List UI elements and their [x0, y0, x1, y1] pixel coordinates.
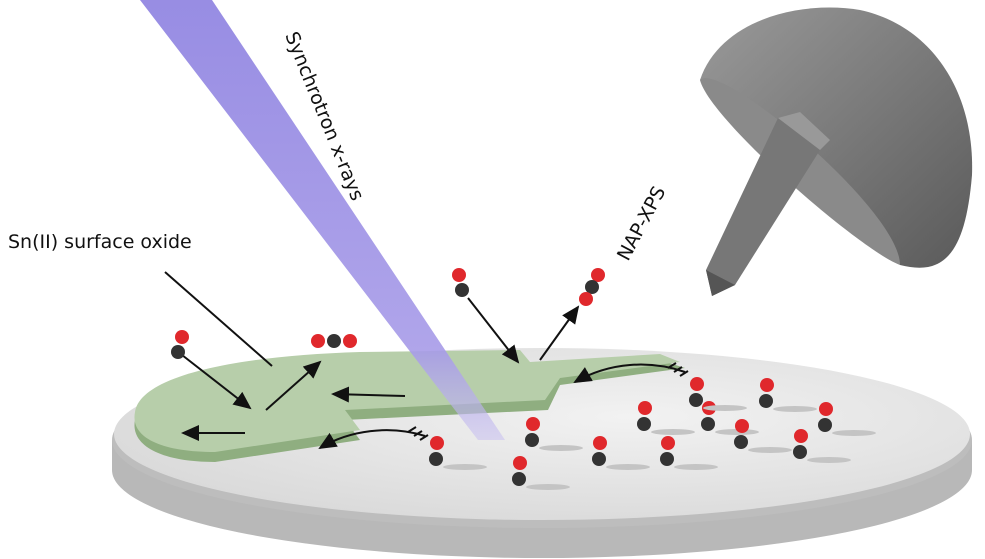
oxygen-atom	[591, 268, 605, 282]
oxygen-atom	[690, 377, 704, 391]
oxygen-atom	[579, 292, 593, 306]
molecule-shadow	[715, 429, 759, 435]
molecule-shadow	[443, 464, 487, 470]
oxygen-atom	[735, 419, 749, 433]
carbon-atom	[327, 334, 341, 348]
xray-beam	[140, 0, 505, 440]
molecules	[171, 268, 876, 490]
oxide-layer	[134, 350, 686, 462]
oxygen-atom	[526, 417, 540, 431]
molecule-shadow	[807, 457, 851, 463]
oxygen-atom	[794, 429, 808, 443]
carbon-atom	[525, 433, 539, 447]
molecule-shadow	[526, 484, 570, 490]
technique-label: NAP-XPS	[613, 183, 670, 265]
molecule-shadow	[703, 405, 747, 411]
oxygen-atom	[175, 330, 189, 344]
carbon-atom	[701, 417, 715, 431]
oxygen-atom	[311, 334, 325, 348]
carbon-atom	[660, 452, 674, 466]
analyzer-icon	[700, 7, 973, 296]
arrows	[164, 271, 689, 450]
molecule-shadow	[748, 447, 792, 453]
carbon-atom	[512, 472, 526, 486]
oxygen-atom	[638, 401, 652, 415]
carbon-atom	[585, 280, 599, 294]
molecule-shadow	[773, 406, 817, 412]
oxygen-atom	[661, 436, 675, 450]
oxide-label: Sn(II) surface oxide	[8, 231, 192, 253]
carbon-atom	[171, 345, 185, 359]
oxygen-atom	[819, 402, 833, 416]
oxygen-atom	[513, 456, 527, 470]
carbon-atom	[429, 452, 443, 466]
oxygen-atom	[593, 436, 607, 450]
oxygen-atom	[430, 436, 444, 450]
oxygen-atom	[452, 268, 466, 282]
molecule-shadow	[539, 445, 583, 451]
carbon-atom	[734, 435, 748, 449]
carbon-atom	[689, 393, 703, 407]
carbon-atom	[818, 418, 832, 432]
carbon-atom	[759, 394, 773, 408]
carbon-atom	[637, 417, 651, 431]
molecule-shadow	[651, 429, 695, 435]
carbon-atom	[793, 445, 807, 459]
molecule-shadow	[674, 464, 718, 470]
carbon-atom	[592, 452, 606, 466]
molecule-shadow	[606, 464, 650, 470]
carbon-atom	[455, 283, 469, 297]
molecule-shadow	[832, 430, 876, 436]
oxygen-atom	[343, 334, 357, 348]
oxygen-atom	[760, 378, 774, 392]
